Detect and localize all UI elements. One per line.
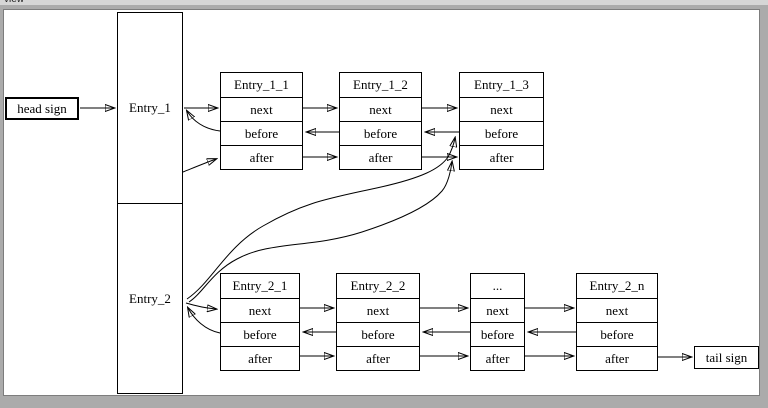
cell-before: before	[221, 322, 299, 346]
record-title: Entry_2_1	[232, 278, 288, 293]
cell-before: before	[471, 322, 524, 346]
cell-next: next	[577, 298, 657, 322]
record-title: Entry_1_3	[474, 77, 529, 92]
node-entry-2: Entry_2	[117, 203, 183, 394]
record-title: Entry_1_2	[353, 77, 408, 92]
node-head-sign: head sign	[5, 97, 79, 120]
cell-before: before	[577, 322, 657, 346]
cell-after: after	[221, 145, 302, 169]
record-title: Entry_2_2	[350, 278, 406, 293]
record-ellipsis: ... next before after	[470, 273, 525, 371]
cell-next: next	[221, 97, 302, 121]
window-top-strip: view	[0, 0, 768, 5]
record-entry-1-3: Entry_1_3 next before after	[459, 72, 544, 170]
record-entry-2-n: Entry_2_n next before after	[576, 273, 658, 371]
cell-after: after	[340, 145, 421, 169]
cell-before: before	[340, 121, 421, 145]
record-title: ...	[492, 278, 503, 293]
cell-after: after	[471, 346, 524, 370]
record-title: Entry_2_n	[589, 278, 645, 293]
cell-after: after	[460, 145, 543, 169]
node-tail-sign: tail sign	[694, 346, 759, 369]
cell-next: next	[340, 97, 421, 121]
record-entry-1-1: Entry_1_1 next before after	[220, 72, 303, 170]
clipped-title-text: view	[4, 0, 24, 5]
cell-before: before	[337, 322, 419, 346]
record-entry-2-2: Entry_2_2 next before after	[336, 273, 420, 371]
cell-next: next	[460, 97, 543, 121]
cell-after: after	[337, 346, 419, 370]
cell-before: before	[460, 121, 543, 145]
cell-after: after	[577, 346, 657, 370]
cell-after: after	[221, 346, 299, 370]
cell-next: next	[471, 298, 524, 322]
record-entry-2-1: Entry_2_1 next before after	[220, 273, 300, 371]
node-entry-1: Entry_1	[117, 12, 183, 204]
record-title: Entry_1_1	[234, 77, 289, 92]
record-entry-1-2: Entry_1_2 next before after	[339, 72, 422, 170]
cell-before: before	[221, 121, 302, 145]
cell-next: next	[337, 298, 419, 322]
cell-next: next	[221, 298, 299, 322]
